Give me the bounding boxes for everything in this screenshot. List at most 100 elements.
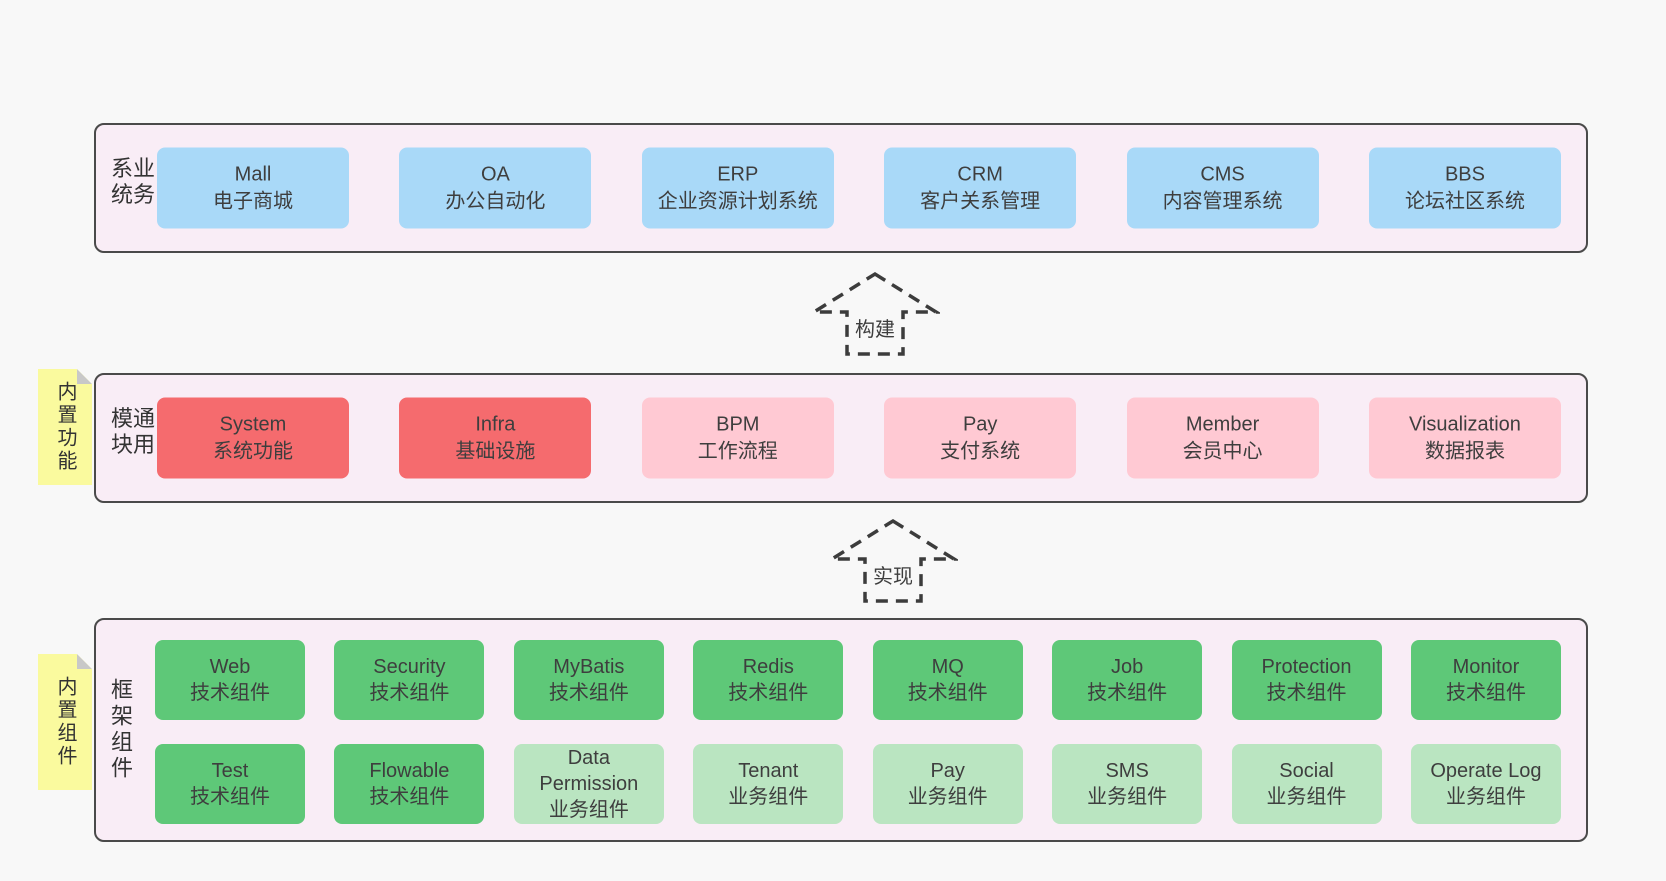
box-title: Test [211,760,249,782]
panel-common-modules: 通用模块 System 系统功能 Infra 基础设施 BPM 工作流程 Pay… [94,373,1588,503]
box-pay-system: Pay 支付系统 [884,397,1077,479]
box-title: CRM [957,163,1003,185]
panel-components-label: 框架组件 [108,678,133,782]
box-subtitle: 技术组件 [190,682,270,704]
business-box-row: Mall 电子商城 OA 办公自动化 ERP 企业资源计划系统 CRM 客户关系… [157,147,1561,229]
panel-business-systems: 业务系统 Mall 电子商城 OA 办公自动化 ERP 企业资源计划系统 CRM… [94,123,1588,253]
box-title: Visualization [1408,413,1521,435]
box-sms: SMS 业务组件 [1052,744,1203,824]
box-subtitle: 客户关系管理 [920,190,1041,212]
box-title: Infra [475,413,516,435]
box-monitor: Monitor 技术组件 [1410,640,1561,720]
sticky-note-text: 内置功能 [54,381,76,473]
box-subtitle: 业务组件 [1266,786,1347,808]
components-grid: Web 技术组件 Security 技术组件 MyBatis 技术组件 Redi… [155,640,1561,824]
box-title: Operate Log [1430,760,1542,782]
box-visualization: Visualization 数据报表 [1368,397,1561,479]
box-subtitle: 业务组件 [907,786,988,808]
box-title: OA [480,163,510,185]
box-mall: Mall 电子商城 [157,147,349,229]
build-arrow-label: 构建 [852,313,898,342]
box-subtitle: 技术组件 [1087,682,1168,704]
implement-arrow-label: 实现 [870,560,916,589]
box-title: ERP [717,163,759,185]
box-title: Job [1110,656,1144,678]
box-security: Security 技术组件 [334,640,485,720]
box-title: Protection [1261,656,1352,678]
panel-business-label: 业务系统 [108,156,155,209]
box-subtitle: 业务组件 [548,799,629,821]
box-social: Social 业务组件 [1231,744,1382,824]
box-title: Web [209,656,251,678]
box-subtitle: 技术组件 [907,682,988,704]
box-subtitle: 数据报表 [1424,440,1505,462]
box-subtitle: 内容管理系统 [1162,190,1283,212]
box-subtitle: 办公自动化 [445,190,546,212]
box-subtitle: 电子商城 [213,190,293,212]
box-mybatis: MyBatis 技术组件 [513,640,664,720]
box-title: Monitor [1452,656,1520,678]
box-title: MQ [931,656,964,678]
box-system: System 系统功能 [157,397,349,479]
box-infra: Infra 基础设施 [399,397,592,479]
box-subtitle: 业务组件 [1087,786,1168,808]
box-subtitle: 技术组件 [369,682,450,704]
box-member: Member 会员中心 [1126,397,1319,479]
panel-modules-label: 通用模块 [108,406,155,459]
box-erp: ERP 企业资源计划系统 [641,147,834,229]
box-subtitle: 会员中心 [1182,440,1263,462]
box-subtitle: 系统功能 [213,440,293,462]
box-flowable: Flowable 技术组件 [334,744,485,824]
box-oa: OA 办公自动化 [399,147,592,229]
box-title: Social [1279,760,1334,782]
implement-arrow: 实现 [828,518,958,604]
components-row-2: Test 技术组件 Flowable 技术组件 Data Permission … [155,744,1561,824]
box-title: SMS [1105,760,1149,782]
box-title: MyBatis [553,656,625,678]
components-row-1: Web 技术组件 Security 技术组件 MyBatis 技术组件 Redi… [155,640,1561,720]
box-subtitle: 技术组件 [1266,682,1347,704]
box-redis: Redis 技术组件 [693,640,844,720]
box-subtitle: 技术组件 [728,682,809,704]
build-arrow: 构建 [810,271,940,357]
box-title: System [219,413,287,435]
box-mq: MQ 技术组件 [872,640,1023,720]
box-title: Redis [742,656,794,678]
box-title: Member [1185,413,1260,435]
box-title: Data Permission [539,747,639,795]
box-title: Security [373,656,446,678]
box-cms: CMS 内容管理系统 [1126,147,1319,229]
box-crm: CRM 客户关系管理 [884,147,1077,229]
box-subtitle: 技术组件 [190,786,270,808]
box-title: BBS [1444,163,1485,185]
box-subtitle: 技术组件 [548,682,629,704]
box-data-permission: Data Permission 业务组件 [513,744,664,824]
box-bpm: BPM 工作流程 [641,397,834,479]
panel-framework-components: 框架组件 Web 技术组件 Security 技术组件 MyBatis 技术组件… [94,618,1588,842]
box-operate-log: Operate Log 业务组件 [1410,744,1561,824]
box-tenant: Tenant 业务组件 [693,744,844,824]
box-title: Tenant [738,760,799,782]
box-subtitle: 支付系统 [940,440,1021,462]
box-job: Job 技术组件 [1052,640,1203,720]
box-test: Test 技术组件 [155,744,305,824]
box-subtitle: 业务组件 [1445,786,1526,808]
box-title: Flowable [369,760,450,782]
box-subtitle: 企业资源计划系统 [657,190,818,212]
sticky-note-builtin-functions: 内置功能 [38,369,92,485]
box-title: Pay [962,413,998,435]
box-title: Pay [930,760,965,782]
modules-box-row: System 系统功能 Infra 基础设施 BPM 工作流程 Pay 支付系统… [157,397,1561,479]
box-pay-component: Pay 业务组件 [872,744,1023,824]
box-title: Mall [234,163,272,185]
box-subtitle: 业务组件 [728,786,809,808]
box-title: CMS [1200,163,1245,185]
sticky-note-text: 内置组件 [54,676,76,768]
box-subtitle: 技术组件 [369,786,450,808]
box-bbs: BBS 论坛社区系统 [1368,147,1561,229]
box-subtitle: 基础设施 [455,440,536,462]
sticky-note-builtin-components: 内置组件 [38,654,92,790]
box-subtitle: 论坛社区系统 [1404,190,1525,212]
box-subtitle: 工作流程 [697,440,778,462]
